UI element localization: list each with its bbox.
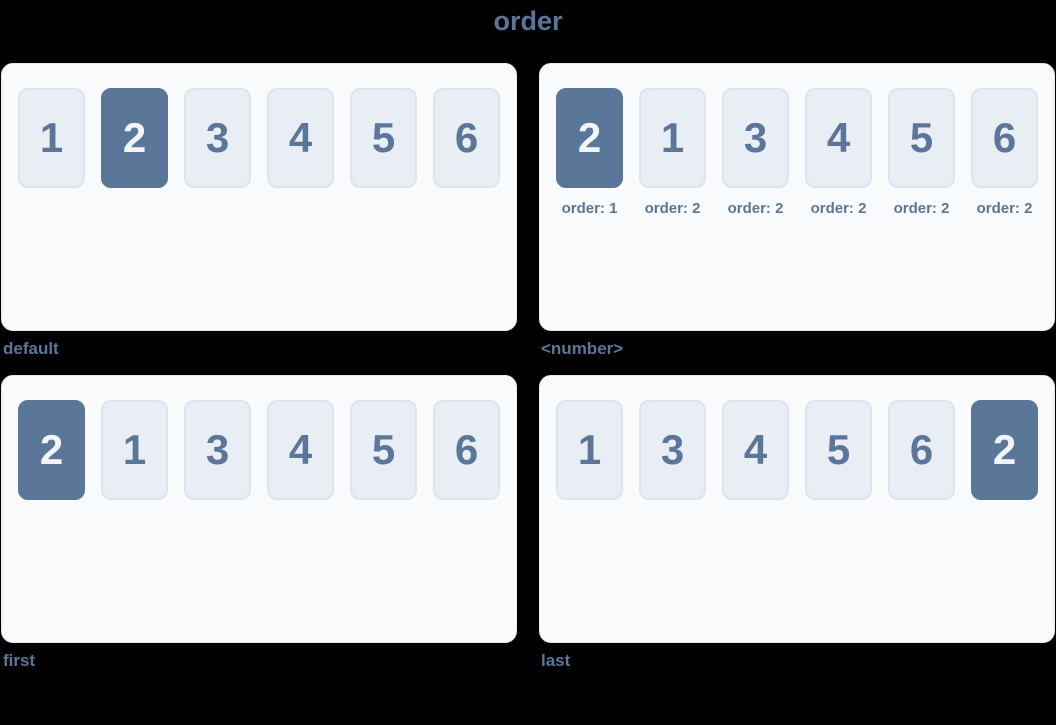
flex-item: 1	[639, 88, 706, 188]
demo-cell-default: 1 2 3 4 5 6 default	[1, 63, 517, 375]
flex-container: 1 3 4 5 6 2	[556, 400, 1038, 500]
flex-item: 4	[267, 88, 334, 188]
panel-default: 1 2 3 4 5 6	[1, 63, 517, 331]
panel-number: 2 order: 1 1 order: 2 3 order: 2 4 order…	[539, 63, 1055, 331]
flex-item-group: 2 order: 1	[556, 88, 623, 217]
flex-item: 3	[639, 400, 706, 500]
demo-cell-number: 2 order: 1 1 order: 2 3 order: 2 4 order…	[539, 63, 1055, 375]
demo-cell-last: 1 3 4 5 6 2 last	[539, 375, 1055, 687]
flex-item-highlighted: 2	[971, 400, 1038, 500]
flex-item: 3	[184, 400, 251, 500]
flex-container: 1 2 3 4 5 6	[18, 88, 500, 188]
flex-item-highlighted: 2	[101, 88, 168, 188]
flex-item: 6	[433, 400, 500, 500]
flex-item: 5	[805, 400, 872, 500]
panel-caption-default: default	[3, 339, 59, 358]
flex-item-group: 1 order: 2	[639, 88, 706, 217]
flex-item-group: 4 order: 2	[805, 88, 872, 217]
panel-caption-number: <number>	[541, 339, 624, 358]
flex-item: 3	[722, 88, 789, 188]
flex-container: 2 1 3 4 5 6	[18, 400, 500, 500]
demo-grid: 1 2 3 4 5 6 default 2 order: 1 1 order: …	[0, 63, 1056, 687]
flex-item-highlighted: 2	[18, 400, 85, 500]
flex-item: 5	[888, 88, 955, 188]
flex-container: 2 order: 1 1 order: 2 3 order: 2 4 order…	[556, 88, 1038, 217]
panel-last: 1 3 4 5 6 2	[539, 375, 1055, 643]
flex-item: 3	[184, 88, 251, 188]
order-label: order: 2	[810, 200, 867, 217]
flex-item: 5	[350, 400, 417, 500]
flex-item: 4	[805, 88, 872, 188]
flex-item: 1	[101, 400, 168, 500]
panel-first: 2 1 3 4 5 6	[1, 375, 517, 643]
flex-item-group: 3 order: 2	[722, 88, 789, 217]
flex-item: 1	[556, 400, 623, 500]
flex-item: 6	[433, 88, 500, 188]
flex-item: 1	[18, 88, 85, 188]
flex-item-group: 6 order: 2	[971, 88, 1038, 217]
flex-item: 6	[888, 400, 955, 500]
order-label: order: 1	[561, 200, 618, 217]
flex-item: 5	[350, 88, 417, 188]
order-label: order: 2	[893, 200, 950, 217]
flex-item: 4	[722, 400, 789, 500]
order-label: order: 2	[727, 200, 784, 217]
demo-cell-first: 2 1 3 4 5 6 first	[1, 375, 517, 687]
flex-item: 4	[267, 400, 334, 500]
flex-item: 6	[971, 88, 1038, 188]
flex-item-highlighted: 2	[556, 88, 623, 188]
flex-item-group: 5 order: 2	[888, 88, 955, 217]
order-label: order: 2	[644, 200, 701, 217]
panel-caption-last: last	[541, 651, 571, 670]
panel-caption-first: first	[3, 651, 36, 670]
order-label: order: 2	[976, 200, 1033, 217]
page-title: order	[493, 6, 563, 36]
